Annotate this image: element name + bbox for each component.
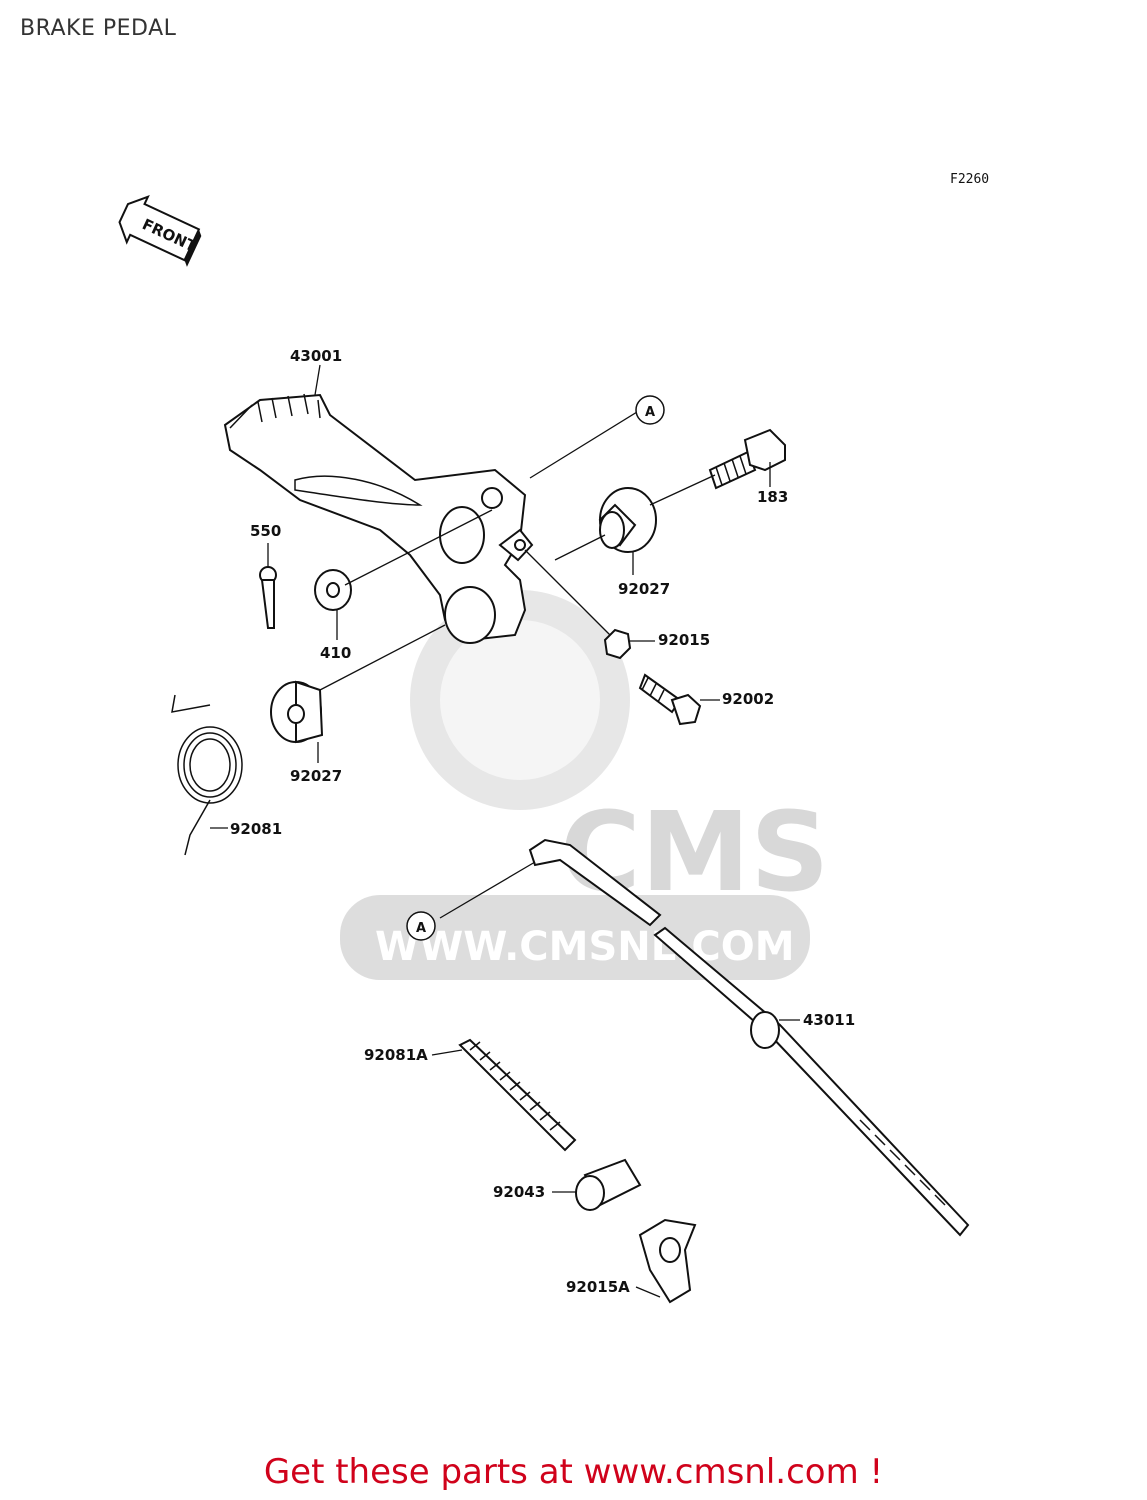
part-label-43011: 43011 xyxy=(803,1011,855,1029)
spring-92081a xyxy=(458,1038,577,1152)
part-label-92027-left: 92027 xyxy=(290,767,342,785)
diagram-code: F2260 xyxy=(950,172,990,187)
rod-43011 xyxy=(528,838,970,1237)
front-direction-arrow: FRONT xyxy=(118,195,202,267)
part-label-92002: 92002 xyxy=(722,690,774,708)
part-label-92015a: 92015A xyxy=(566,1278,630,1296)
wing-nut-92015a xyxy=(638,1218,697,1304)
cotter-pin-550 xyxy=(259,566,277,629)
bolt-183 xyxy=(708,428,786,490)
page-title: BRAKE PEDAL xyxy=(20,16,177,41)
washer-410 xyxy=(314,569,352,611)
watermark: CMS WWW.CMSNL.COM xyxy=(340,590,829,980)
part-label-92081a: 92081A xyxy=(364,1046,428,1064)
reference-mark-a-bottom: A xyxy=(406,911,436,941)
bushing-92027-left xyxy=(270,680,324,744)
collar-92043 xyxy=(575,1158,642,1211)
part-label-410: 410 xyxy=(320,644,351,662)
spring-92081 xyxy=(171,694,243,856)
reference-mark-a-top-label: A xyxy=(645,405,655,420)
part-label-92015: 92015 xyxy=(658,631,710,649)
get-parts-link[interactable]: Get these parts at www.cmsnl.com ! xyxy=(263,1452,884,1492)
leader-lines xyxy=(210,364,800,1298)
part-label-92081: 92081 xyxy=(230,820,282,838)
reference-mark-a-top: A xyxy=(635,395,665,425)
part-label-183: 183 xyxy=(757,488,788,506)
watermark-url: WWW.CMSNL.COM xyxy=(375,924,795,970)
part-label-92027-right: 92027 xyxy=(618,580,670,598)
bushing-92027-right xyxy=(598,487,657,553)
part-label-92043: 92043 xyxy=(493,1183,545,1201)
watermark-brand: CMS xyxy=(560,788,829,916)
nut-92015 xyxy=(603,628,632,660)
part-label-550: 550 xyxy=(250,522,281,540)
part-label-43001: 43001 xyxy=(290,347,342,365)
brake-pedal-43001 xyxy=(223,393,534,644)
reference-mark-a-bottom-label: A xyxy=(416,921,426,936)
parts-diagram: CMS WWW.CMSNL.COM FRONT xyxy=(118,195,970,1304)
bolt-92002 xyxy=(638,673,702,726)
